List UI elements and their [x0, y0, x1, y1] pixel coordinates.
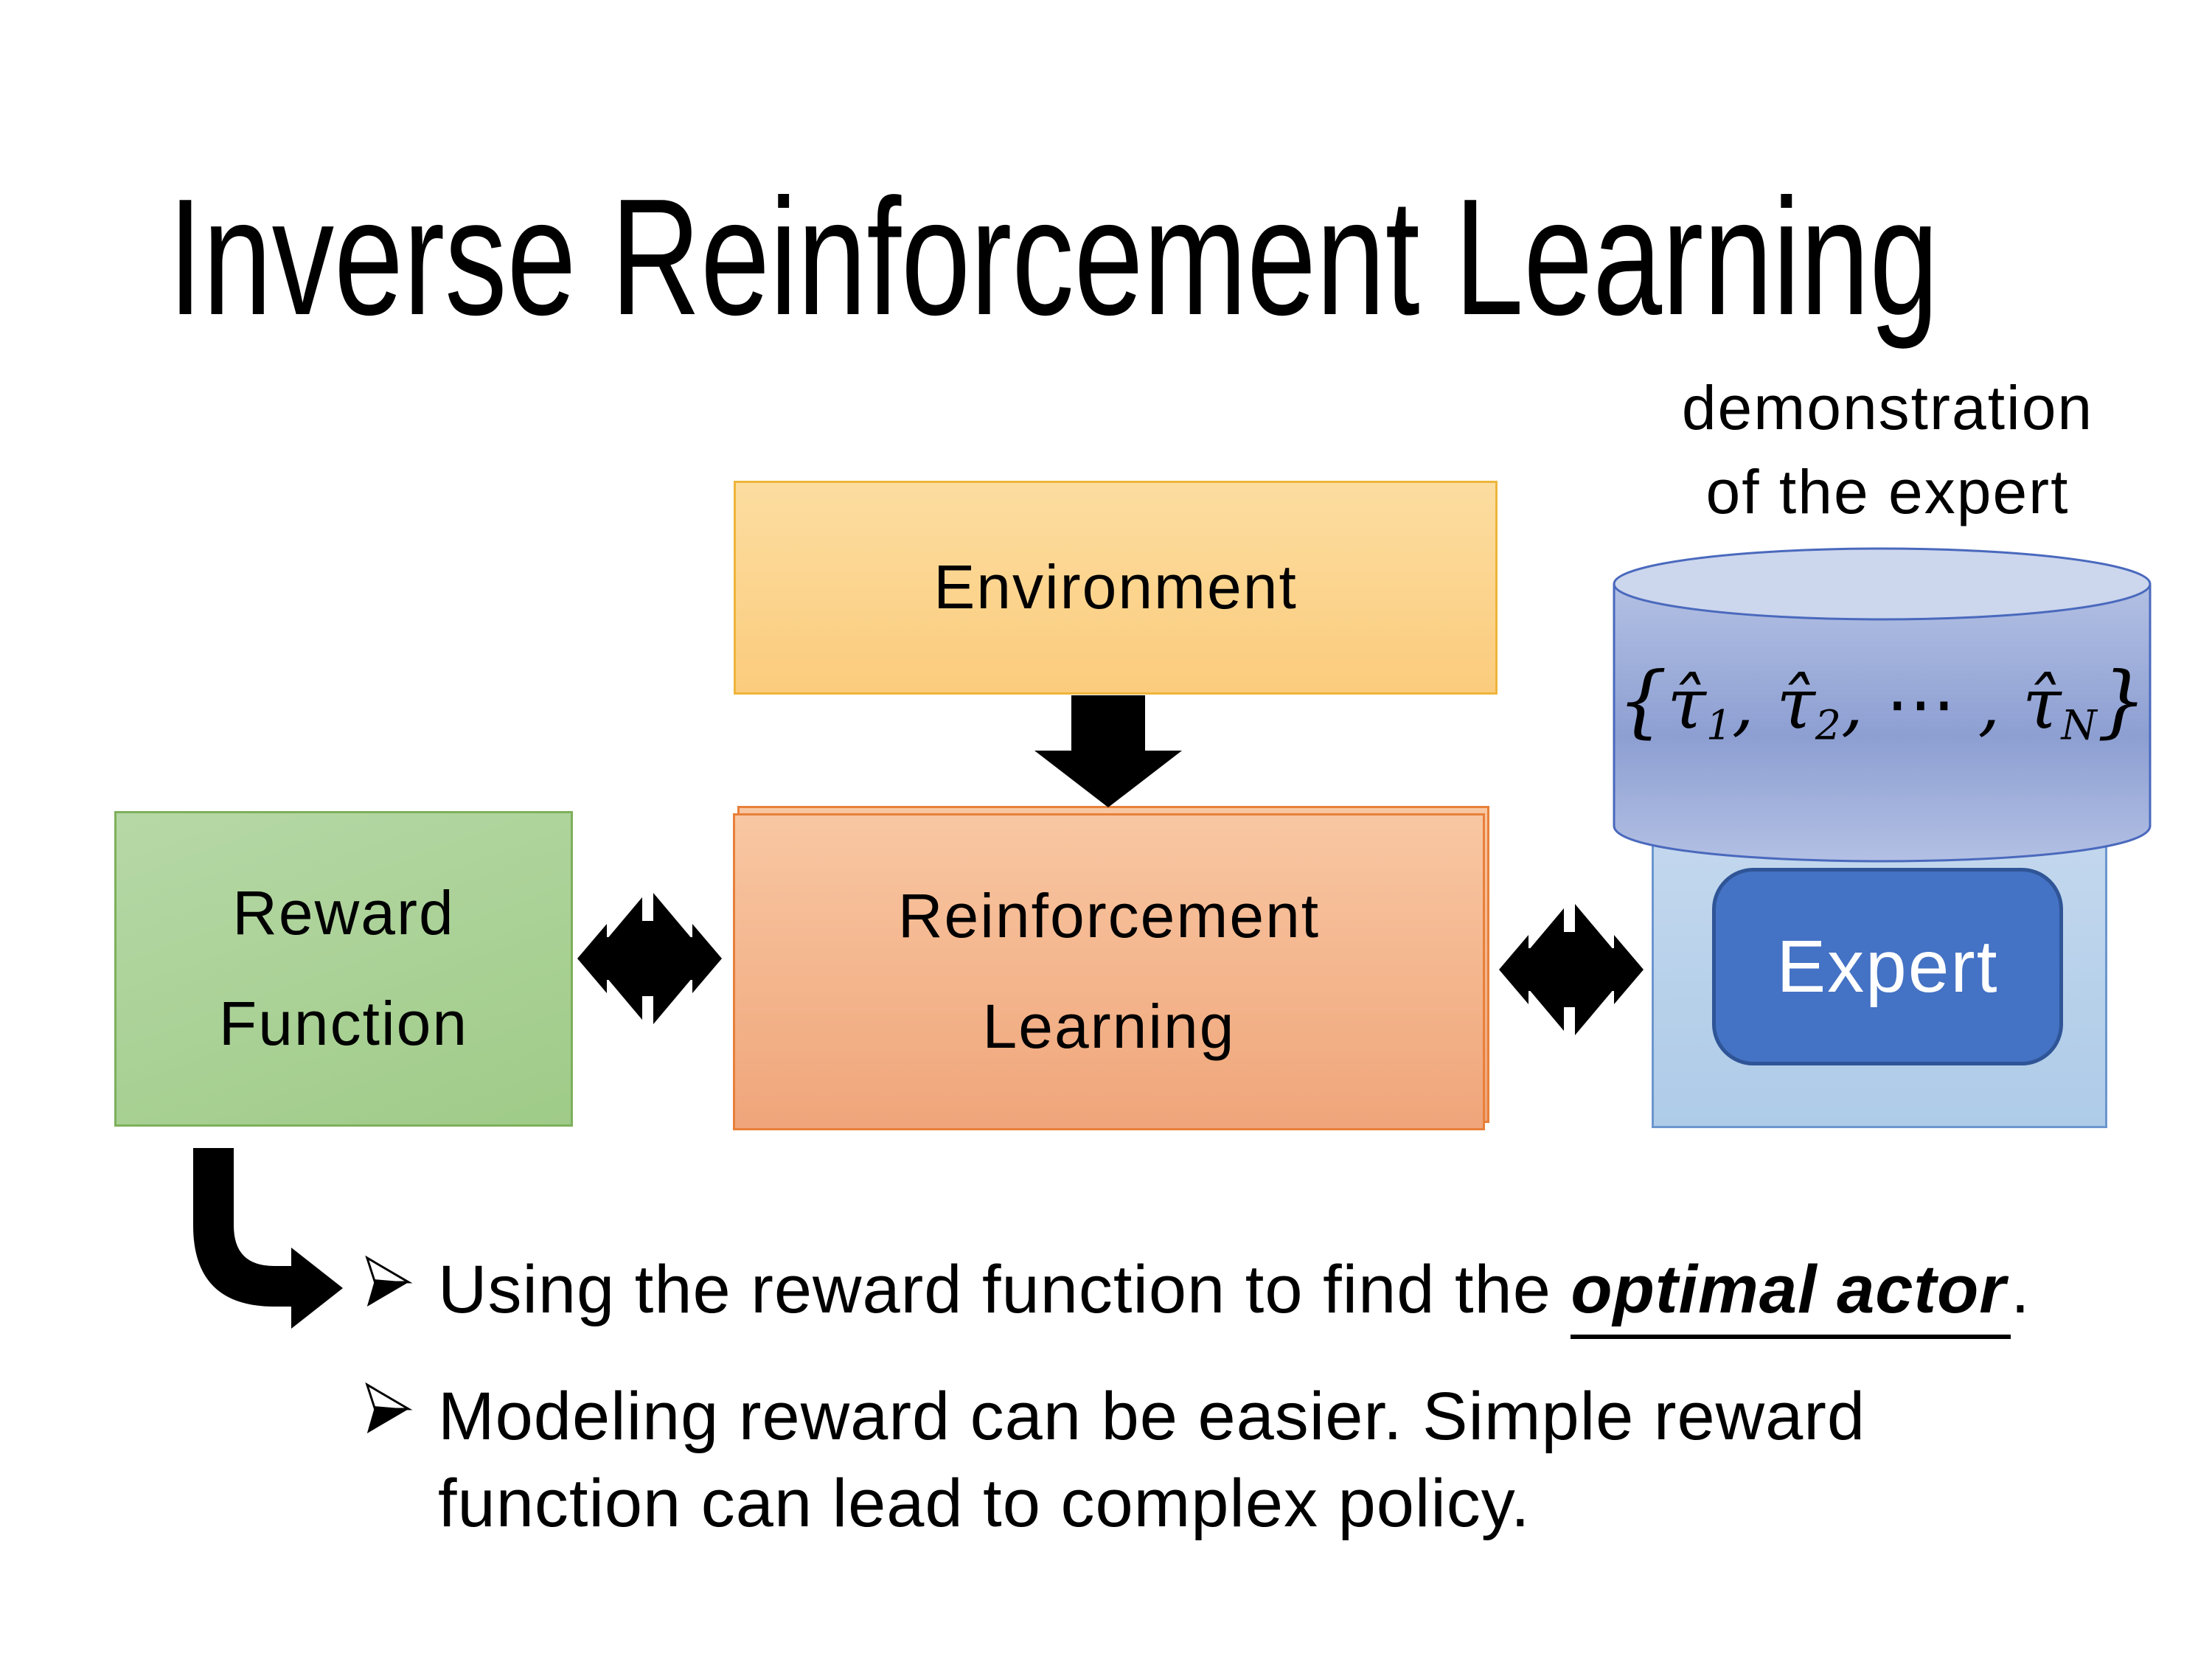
trajectory-set-formula: {τ̂1, τ̂2, ⋯ , τ̂N} [1611, 655, 2153, 750]
bent-elbow-arrow-icon [193, 1148, 343, 1329]
reinforcement-learning-label-line2: Learning [982, 992, 1236, 1061]
down-arrow-icon [1034, 695, 1182, 807]
reinforcement-learning-box: Reinforcement Learning [733, 813, 1485, 1130]
formula-tau1: τ̂ [1667, 664, 1706, 745]
reinforcement-learning-label-line1: Reinforcement [897, 881, 1321, 951]
database-cylinder-icon [1613, 547, 2152, 863]
reward-function-label-line2: Function [218, 989, 469, 1058]
double-arrow-left-icon [577, 884, 722, 1033]
bullet-arrow-icon [365, 1255, 413, 1307]
formula-sep2: , ⋯ , [1840, 664, 2023, 745]
formula-sub2: 2 [1815, 701, 1841, 749]
reward-function-label-line1: Reward [232, 878, 455, 948]
bullet-2-line2: function can lead to complex policy. [438, 1466, 1531, 1541]
formula-open-brace: { [1617, 655, 1668, 747]
formula-subN: N [2061, 701, 2097, 749]
double-arrow-right-icon [1499, 895, 1644, 1044]
bullet-item-1: Using the reward function to find the op… [363, 1246, 2171, 1339]
formula-tauN: τ̂ [2022, 664, 2062, 745]
demonstration-label-line1: demonstration [1681, 373, 2094, 442]
bullet-1-emphasis: optimal actor [1571, 1246, 2011, 1339]
expert-box: Expert [1712, 868, 2063, 1065]
bullet-arrow-icon [365, 1382, 413, 1433]
bullet-1-period: . [2011, 1252, 2031, 1327]
demonstration-label: demonstration of the expert [1622, 366, 2153, 534]
formula-close-brace: } [2096, 655, 2147, 747]
environment-label: Environment [933, 552, 1298, 622]
formula-tau2: τ̂ [1776, 664, 1815, 745]
bullet-1-text: Using the reward function to find the [438, 1252, 1571, 1327]
formula-sub1: 1 [1705, 701, 1732, 749]
bullet-item-2: Modeling reward can be easier. Simple re… [363, 1373, 2171, 1547]
environment-box: Environment [734, 481, 1498, 695]
page-title: Inverse Reinforcement Learning [168, 164, 1939, 349]
demonstration-label-line2: of the expert [1705, 457, 2070, 526]
formula-sep1: , [1731, 664, 1777, 745]
bullet-2-line1: Modeling reward can be easier. Simple re… [438, 1379, 1866, 1454]
expert-label: Expert [1776, 925, 1999, 1008]
reward-function-box: Reward Function [114, 811, 573, 1127]
